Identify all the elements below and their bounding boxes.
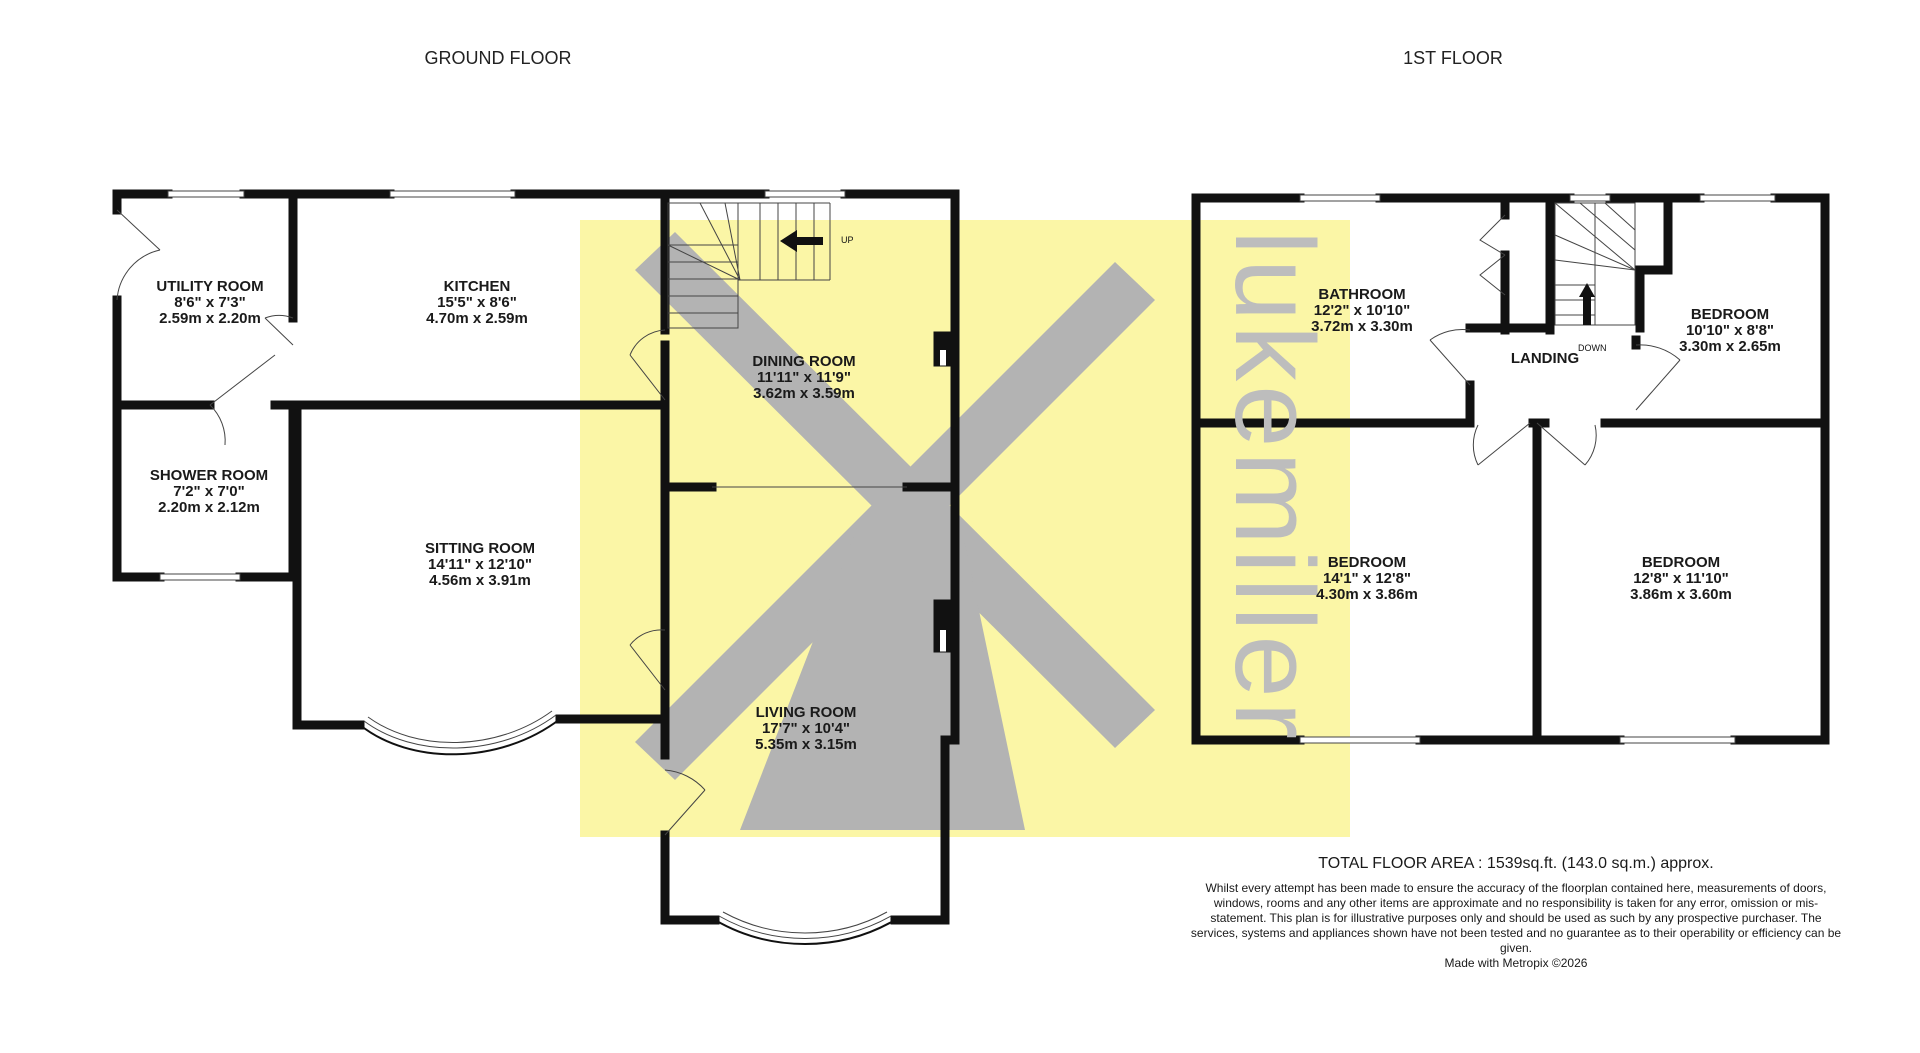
ground-floor-fixtures xyxy=(116,190,907,945)
room-name: LANDING xyxy=(1510,350,1580,367)
room-size-imperial: 11'11" x 11'9" xyxy=(757,369,851,386)
room-label-landing: LANDING xyxy=(1425,351,1665,367)
room-size-imperial: 12'8" x 11'10" xyxy=(1633,570,1729,587)
room-name: LIVING ROOM xyxy=(755,704,857,721)
stairs-down-label: DOWN xyxy=(1578,343,1607,353)
room-size-imperial: 12'2" x 10'10" xyxy=(1313,302,1411,319)
room-size-imperial: 15'5" x 8'6" xyxy=(437,294,517,311)
credit-text: Made with Metropix ©2026 xyxy=(1444,956,1588,970)
room-size-imperial: 10'10" x 8'8" xyxy=(1685,322,1775,339)
first-floor-fixtures xyxy=(1299,194,1776,744)
room-size-imperial: 14'11" x 12'10" xyxy=(428,556,532,573)
room-label-utility: UTILITY ROOM 8'6" x 7'3" 2.59m x 2.20m xyxy=(90,279,330,327)
ground-floor-title: GROUND FLOOR xyxy=(424,48,572,68)
room-label-sitting: SITTING ROOM 14'11" x 12'10" 4.56m x 3.9… xyxy=(360,541,600,589)
disclaimer-text: Whilst every attempt has been made to en… xyxy=(1190,881,1842,955)
room-size-metric: 3.30m x 2.65m xyxy=(1679,338,1781,355)
first-floor-walls xyxy=(1191,193,1830,745)
room-label-living: LIVING ROOM 17'7" x 10'4" 5.35m x 3.15m xyxy=(686,705,926,753)
room-name: SITTING ROOM xyxy=(425,540,535,557)
room-size-imperial: 17'7" x 10'4" xyxy=(761,720,851,737)
room-size-imperial: 14'1" x 12'8" xyxy=(1322,570,1412,587)
room-label-bedroom-3: BEDROOM 12'8" x 11'10" 3.86m x 3.60m xyxy=(1561,555,1801,603)
room-name: DINING ROOM xyxy=(752,353,856,370)
room-name: BEDROOM xyxy=(1690,306,1770,323)
floorplan-footer: TOTAL FLOOR AREA : 1539sq.ft. (143.0 sq.… xyxy=(1180,855,1852,971)
room-size-metric: 2.59m x 2.20m xyxy=(159,310,261,327)
room-label-shower: SHOWER ROOM 7'2" x 7'0" 2.20m x 2.12m xyxy=(89,468,329,516)
first-floor-title: 1ST FLOOR xyxy=(1403,48,1503,68)
room-label-bedroom-1: BEDROOM 10'10" x 8'8" 3.30m x 2.65m xyxy=(1610,307,1850,355)
room-size-imperial: 8'6" x 7'3" xyxy=(174,294,246,311)
up-arrow-icon xyxy=(780,230,823,252)
room-name: SHOWER ROOM xyxy=(149,467,269,484)
ground-floor-walls xyxy=(112,189,960,925)
room-size-metric: 4.56m x 3.91m xyxy=(429,572,531,589)
room-size-imperial: 7'2" x 7'0" xyxy=(173,483,245,500)
room-size-metric: 3.62m x 3.59m xyxy=(753,385,855,402)
room-size-metric: 3.72m x 3.30m xyxy=(1311,318,1413,335)
down-arrow-icon xyxy=(1579,283,1595,325)
total-floor-area: TOTAL FLOOR AREA : 1539sq.ft. (143.0 sq.… xyxy=(1318,855,1714,872)
room-size-metric: 4.30m x 3.86m xyxy=(1316,586,1418,603)
room-label-bathroom: BATHROOM 12'2" x 10'10" 3.72m x 3.30m xyxy=(1242,287,1482,335)
room-size-metric: 2.20m x 2.12m xyxy=(158,499,260,516)
room-size-metric: 4.70m x 2.59m xyxy=(426,310,528,327)
room-label-dining: DINING ROOM 11'11" x 11'9" 3.62m x 3.59m xyxy=(684,354,924,402)
fireplaces xyxy=(933,331,953,653)
room-name: BEDROOM xyxy=(1327,554,1407,571)
room-name: BEDROOM xyxy=(1641,554,1721,571)
room-name: BATHROOM xyxy=(1318,286,1406,303)
room-size-metric: 3.86m x 3.60m xyxy=(1630,586,1732,603)
room-label-bedroom-2: BEDROOM 14'1" x 12'8" 4.30m x 3.86m xyxy=(1247,555,1487,603)
watermark-text: lukemiller xyxy=(1212,230,1337,743)
room-label-kitchen: KITCHEN 15'5" x 8'6" 4.70m x 2.59m xyxy=(357,279,597,327)
room-size-metric: 5.35m x 3.15m xyxy=(755,736,857,753)
room-name: UTILITY ROOM xyxy=(156,278,264,295)
stairs-up-label: UP xyxy=(841,235,854,245)
room-name: KITCHEN xyxy=(443,278,511,295)
